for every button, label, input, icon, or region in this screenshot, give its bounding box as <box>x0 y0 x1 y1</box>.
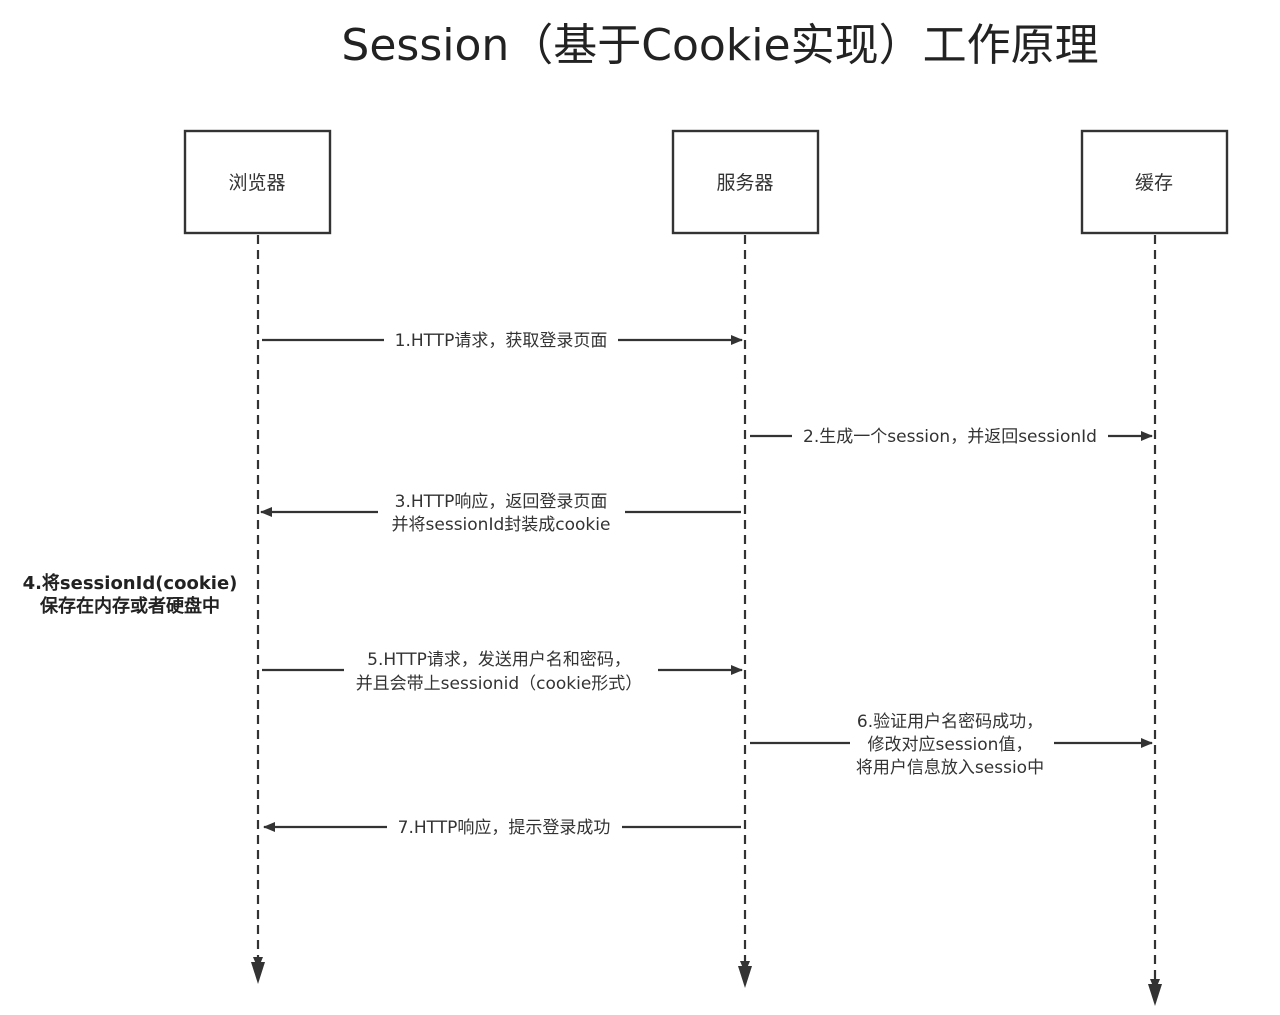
actor-cache: 缓存 <box>1080 129 1229 235</box>
message-6: 6.验证用户名密码成功， 修改对应session值， 将用户信息放入sessio… <box>750 712 1153 778</box>
message-label: 3.HTTP响应，返回登录页面 <box>395 492 608 512</box>
message-1: 1.HTTP请求，获取登录页面 <box>262 331 743 351</box>
note-label: 保存在内存或者硬盘中 <box>39 595 220 617</box>
message-label: 1.HTTP请求，获取登录页面 <box>395 331 608 351</box>
message-2: 2.生成一个session，并返回sessionId <box>750 427 1153 447</box>
actor-box <box>183 129 332 235</box>
actor-label: 服务器 <box>716 172 773 194</box>
message-label: 并且会带上sessionid（cookie形式） <box>356 674 643 694</box>
actor-box <box>1080 129 1229 235</box>
actor-label: 浏览器 <box>228 172 285 194</box>
message-label: 7.HTTP响应，提示登录成功 <box>398 818 611 838</box>
message-label: 6.验证用户名密码成功， <box>857 712 1043 732</box>
lifeline-end-arrow <box>251 962 265 984</box>
actor-box <box>671 129 820 235</box>
message-label: 2.生成一个session，并返回sessionId <box>803 427 1097 447</box>
lifeline-end-arrow <box>1148 984 1162 1006</box>
message-label: 5.HTTP请求，发送用户名和密码， <box>367 650 631 670</box>
actor-server: 服务器 <box>671 129 820 235</box>
diagram-title: Session（基于Cookie实现）工作原理 <box>341 20 1098 71</box>
message-3: 3.HTTP响应，返回登录页面 并将sessionId封装成cookie <box>260 492 741 535</box>
message-5: 5.HTTP请求，发送用户名和密码， 并且会带上sessionid（cookie… <box>262 650 743 694</box>
message-label: 修改对应session值， <box>868 735 1033 755</box>
note-4: 4.将sessionId(cookie) 保存在内存或者硬盘中 <box>23 572 238 617</box>
actor-label: 缓存 <box>1135 172 1173 194</box>
lifeline-end-arrow <box>738 966 752 988</box>
note-label: 4.将sessionId(cookie) <box>23 572 238 594</box>
message-label: 并将sessionId封装成cookie <box>392 515 611 535</box>
actor-browser: 浏览器 <box>183 129 332 235</box>
message-label: 将用户信息放入sessio中 <box>856 758 1044 778</box>
message-7: 7.HTTP响应，提示登录成功 <box>263 818 741 838</box>
